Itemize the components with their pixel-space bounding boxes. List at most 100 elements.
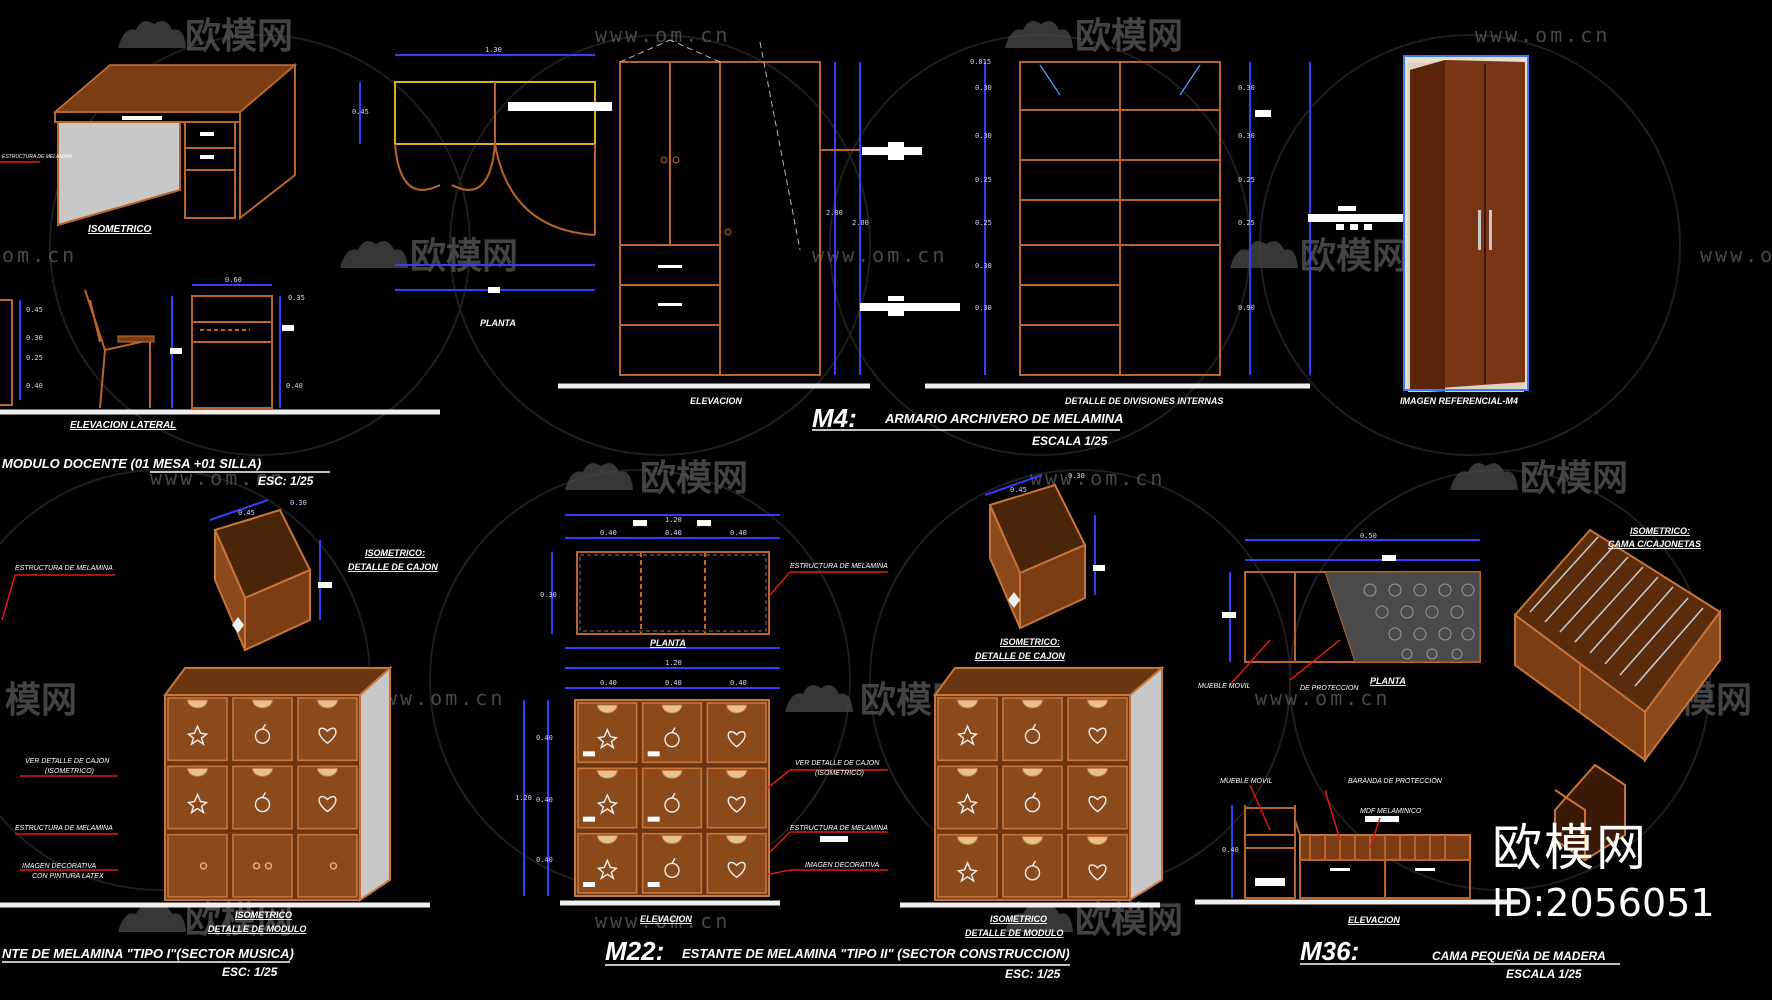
watermark-fragment: 模网 (5, 680, 77, 721)
heart-icon (727, 731, 746, 748)
m36-plan-label: PLANTA (1370, 676, 1406, 686)
m22-note-estructura-2: ESTRUCTURA DE MELAMINA (790, 825, 888, 832)
drawer-pull-icon (726, 835, 748, 845)
watermark-url: www.om.cn (150, 466, 285, 490)
dim-label: 0.40 (286, 382, 303, 390)
drawer-pull-icon (596, 704, 618, 714)
brand-cn: 欧模网 (1492, 819, 1648, 877)
m22-section: 1.20 0.40 0.40 0.40 0.30 ESTRUCTURA DE M… (515, 472, 1165, 981)
m4-elevation: 2.00 2.00 (558, 39, 960, 389)
desk-side-view: 0.60 0.35 0.40 (170, 276, 305, 409)
dim-label: 0.60 (225, 276, 242, 284)
dim-label: 0.45 (1010, 486, 1027, 494)
m4-reference-photo (1403, 55, 1529, 392)
watermark-url: www.om.cn (370, 686, 505, 710)
m22-note-imagen: IMAGEN DECORATIVA (805, 862, 879, 869)
drawer-pull-icon (726, 769, 748, 779)
m22-note-estructura: ESTRUCTURA DE MELAMINA (790, 563, 888, 570)
desk-isometric: ESTRUCTURA DE MELAMINA (0, 62, 298, 227)
m36-iso-2: CAMA C/CAJONETAS (1608, 539, 1701, 549)
dim-label: 1.20 (515, 794, 532, 802)
heart-icon (1088, 864, 1107, 881)
modulo-docente-title: MODULO DOCENTE (01 MESA +01 SILLA) (2, 456, 261, 471)
drawer-pull-icon (956, 767, 979, 777)
dim-label: 0.30 (1238, 84, 1255, 92)
m36-note-mueble: MUEBLE MOVIL (1198, 683, 1251, 690)
drawer-pull-icon (596, 769, 618, 779)
watermark-url: www.om.cn (1255, 686, 1390, 710)
m22-iso-cajon-2: DETALLE DE CAJON (975, 651, 1065, 661)
star-icon (596, 793, 618, 815)
watermark-url: www.om.cn (812, 243, 947, 267)
dim-label: 0.45 (352, 108, 369, 116)
knob-icon (252, 862, 261, 870)
m22-drawer-isometric: 0.45 0.30 (984, 472, 1105, 630)
drawer-pull-icon (251, 699, 274, 709)
m36-section: 0.50 MUEBLE MOVIL DE PROTECCION PLANTA (1195, 526, 1722, 981)
m36-note-mdf: MDF MELAMINICO (1360, 808, 1422, 815)
cubby-drawer (167, 765, 228, 830)
cubby-drawer (167, 697, 228, 762)
star-icon (956, 861, 979, 883)
watermark-url: www.om.cn (595, 909, 730, 933)
tipo1-note-ver: VER DETALLE DE CAJON (25, 758, 110, 765)
cabinet-door (232, 833, 293, 898)
drawer-pull-icon (596, 835, 618, 845)
drawer-pull-icon (1021, 699, 1044, 709)
dim-label: 0.30 (975, 304, 992, 312)
dim-label: 0.40 (26, 382, 43, 390)
tipo1-cabinet-grid (167, 697, 358, 898)
drawer-pull-icon (956, 836, 979, 846)
tipo1-iso-cajon-1: ISOMETRICO: (365, 548, 425, 558)
drawer-pull-icon (1021, 836, 1044, 846)
side-view-label: ELEVACION LATERAL (70, 420, 176, 431)
m22-scale: ESC: 1/25 (1005, 967, 1061, 981)
drawer-pull-icon (316, 699, 339, 709)
brand-id: ID:2056051 (1492, 881, 1715, 925)
dim-label: 0.015 (970, 58, 991, 66)
star-icon (596, 858, 618, 881)
drawer-pull-icon (956, 699, 979, 709)
m22-iso-mod-1: ISOMETRICO (990, 914, 1047, 924)
dim-label: 0.40 (730, 529, 747, 537)
m4-section: 1.30 0.45 PLANTA 2.00 2.00 (352, 39, 1529, 448)
m22-plan-view: 1.20 0.40 0.40 0.40 0.30 ESTRUCTURA DE M… (540, 514, 888, 649)
dim-label: 0.30 (290, 499, 307, 507)
star-icon (596, 727, 618, 750)
m4-plan-label: PLANTA (480, 318, 516, 328)
m36-title: CAMA PEQUEÑA DE MADERA (1432, 948, 1606, 963)
m22-note-ver: VER DETALLE DE CAJON (795, 760, 880, 767)
dim-label: 0.25 (975, 219, 992, 227)
star-icon (186, 724, 209, 746)
tipo1-note-pintura: CON PINTURA LATEX (32, 873, 104, 880)
dim-label: 0.30 (1068, 472, 1085, 480)
tipo1-drawer-isometric: 0.45 0.30 (209, 499, 332, 652)
m22-shelf-grid (577, 702, 767, 894)
modulo-docente-section: ESTRUCTURA DE MELAMINA ISOMETRICO 0.45 0… (0, 62, 440, 488)
drawer-pull-icon (661, 835, 683, 845)
watermark-cn: 欧模网 (410, 236, 518, 277)
m4-interior-detail: 0.015 0.30 0.30 0.25 0.25 0.30 0.30 0.30… (925, 58, 1404, 389)
m22-elevation-label: ELEVACION (640, 914, 692, 924)
dim-label: 1.30 (485, 46, 502, 54)
heart-icon (1088, 795, 1107, 813)
tipo1-note-estructura-2: ESTRUCTURA DE MELAMINA (15, 825, 113, 832)
dim-label: 0.40 (536, 796, 553, 804)
tipo1-iso-mod-1: ISOMETRICO (235, 910, 292, 920)
tipo1-note-estructura: ESTRUCTURA DE MELAMINA (15, 565, 113, 572)
dim-label: 2.00 (826, 209, 843, 217)
watermark-url: www.om.cn (595, 23, 730, 47)
drawer-pull-icon (726, 704, 748, 714)
m22-cabinet-grid (937, 697, 1128, 898)
heart-icon (318, 727, 337, 745)
m4-photo-label: IMAGEN REFERENCIAL-M4 (1400, 396, 1518, 406)
knob-icon (264, 862, 273, 870)
tipo1-note-iso: (ISOMETRICO) (45, 768, 94, 775)
m22-iso-mod-2: DETALLE DE MODULO (965, 928, 1063, 938)
star-icon (956, 792, 979, 815)
dim-label: 0.50 (1360, 532, 1377, 540)
watermark-cn: 欧模网 (185, 16, 293, 57)
watermark-cn: 欧模网 (1300, 236, 1408, 277)
dim-label: 0.45 (238, 509, 255, 517)
